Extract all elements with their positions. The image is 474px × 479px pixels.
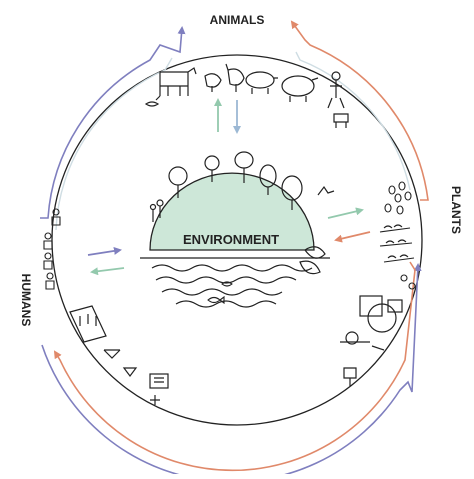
goat-icon [333, 113, 349, 128]
hospital-icon [149, 373, 169, 405]
fish-icon [207, 281, 233, 305]
arrow-env-to-humans [90, 267, 125, 276]
cow-icon [159, 67, 197, 96]
farmer-icon [327, 71, 345, 109]
pig-icon [245, 71, 278, 94]
person-icon [43, 208, 61, 290]
tractor-icon [340, 295, 403, 351]
bird-icon [144, 95, 161, 107]
purple-arc-bottom [41, 263, 422, 479]
arrow-env-to-plants [327, 207, 364, 219]
rooster-icon [225, 63, 245, 92]
purple-arc-top [40, 26, 186, 219]
arrow-plants-to-env [334, 231, 371, 243]
environment-label: ENVIRONMENT [183, 232, 279, 247]
seed-icon [384, 181, 412, 215]
tree-icon [149, 151, 335, 275]
orange-arc-top [290, 20, 429, 201]
sheep-icon [281, 75, 319, 102]
house-icon [103, 349, 138, 377]
plant-row-icon [379, 224, 416, 290]
farm-tool-icon [343, 367, 357, 386]
plants-label: PLANTS [449, 186, 463, 234]
factory-icon [69, 305, 107, 343]
orange-arc-bottom [53, 261, 416, 472]
chicken-icon [204, 73, 222, 92]
animals-label: ANIMALS [210, 13, 265, 27]
humans-label: HUMANS [19, 274, 33, 327]
environment-hill [149, 172, 315, 251]
wave-icon [151, 264, 313, 308]
arrow-humans-to-env [87, 246, 122, 256]
main-circle [51, 54, 423, 426]
light-track-top-left [55, 57, 173, 231]
light-track-top-right [295, 51, 411, 191]
